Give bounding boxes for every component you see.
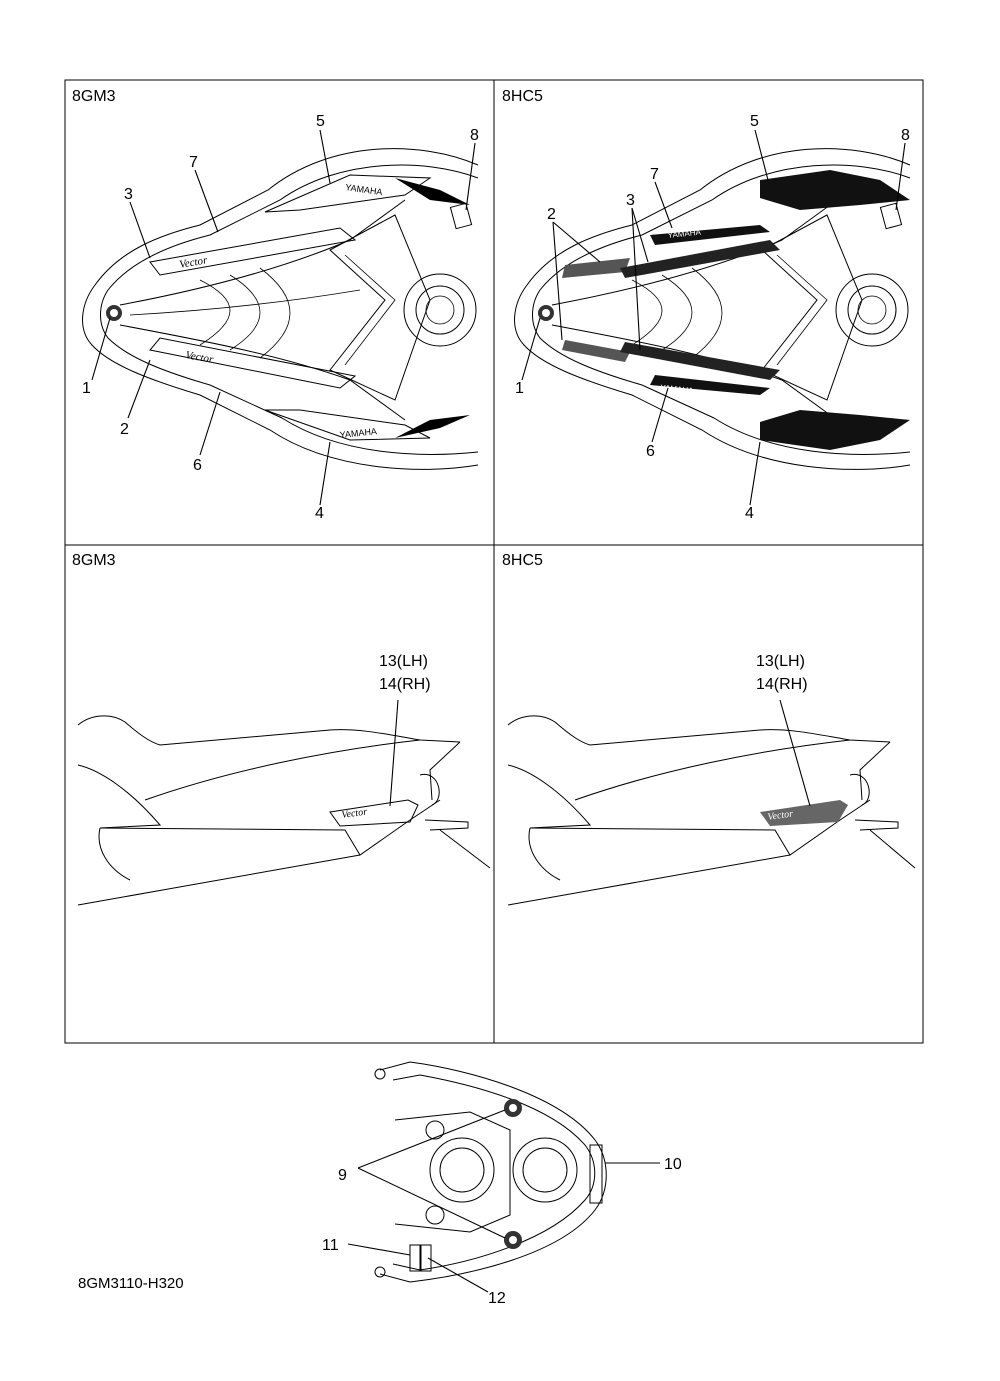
callout-8-8hc5: 8: [901, 127, 910, 144]
decal-text-brand-7: YAMAHA: [667, 227, 702, 239]
callout-11: 11: [322, 1237, 339, 1254]
decal-text-model-13-8gm3: Vector: [341, 807, 368, 821]
callout-5-8gm3: 5: [316, 113, 325, 130]
callout-6-8hc5: 6: [646, 443, 655, 460]
panel-label-bottom-right: 8HC5: [502, 552, 543, 569]
callout-4-8hc5: 4: [745, 505, 754, 522]
callout-4-8gm3: 4: [315, 505, 324, 522]
decal-12: [420, 1244, 432, 1272]
side-drawing-8gm3: Vector: [77, 715, 491, 906]
callouts-8hc5-top: [521, 129, 906, 506]
callout-6-8gm3: 6: [193, 457, 202, 474]
callout-2-8gm3: 2: [120, 421, 129, 438]
decal-text-brand-5: YAMAHA: [345, 182, 383, 197]
decal-text-model-13-8hc5: Vector: [767, 809, 794, 823]
callout-1-8gm3: 1: [82, 380, 91, 397]
decal-text-brand-4: YAMAHA: [339, 426, 377, 440]
side-drawing-8hc5: Vector: [507, 715, 916, 906]
panel-label-bottom-left: 8GM3: [72, 552, 116, 569]
decal-text-brand-6: YAMAHA: [660, 383, 695, 395]
callout-3-8hc5: 3: [626, 192, 635, 209]
callout-1-8hc5: 1: [515, 380, 524, 397]
callout-7-8gm3: 7: [189, 154, 198, 171]
bow-drawing-8gm3: YAMAHA YAMAHA Vector Vector: [82, 148, 479, 470]
callout-3-8gm3: 3: [124, 186, 133, 203]
decal-8-8hc5: [879, 202, 903, 230]
decal-text-model-2: Vector: [184, 349, 214, 366]
callout-10: 10: [664, 1156, 682, 1173]
callout-2-8hc5: 2: [547, 206, 556, 223]
leader-13-8hc5: [779, 699, 811, 807]
decal-text-model-3: Vector: [178, 254, 208, 271]
decal-11: [409, 1244, 421, 1272]
callout-14-8hc5: 14(RH): [756, 676, 808, 693]
decal-8-8gm3: [449, 202, 473, 230]
decal-10: [589, 1144, 603, 1204]
callout-8-8gm3: 8: [470, 127, 479, 144]
leader-13-8gm3: [389, 699, 399, 807]
callout-14-8gm3: 14(RH): [379, 676, 431, 693]
panel-label-top-right: 8HC5: [502, 88, 543, 105]
callout-7-8hc5: 7: [650, 166, 659, 183]
callout-13-8gm3: 13(LH): [379, 653, 428, 670]
panel-grid: [64, 79, 924, 1044]
drawing-code: 8GM3110-H320: [78, 1275, 184, 1292]
rear-deck-drawing: [374, 1061, 607, 1283]
callout-9: 9: [338, 1167, 347, 1184]
callouts-8gm3-top: [91, 129, 476, 506]
panel-label-top-left: 8GM3: [72, 88, 116, 105]
bow-drawing-8hc5: YAMAHA YAMAHA: [514, 148, 911, 470]
callouts-rear: [347, 1109, 660, 1293]
callout-12: 12: [488, 1290, 506, 1307]
callout-5-8hc5: 5: [750, 113, 759, 130]
callout-13-8hc5: 13(LH): [756, 653, 805, 670]
